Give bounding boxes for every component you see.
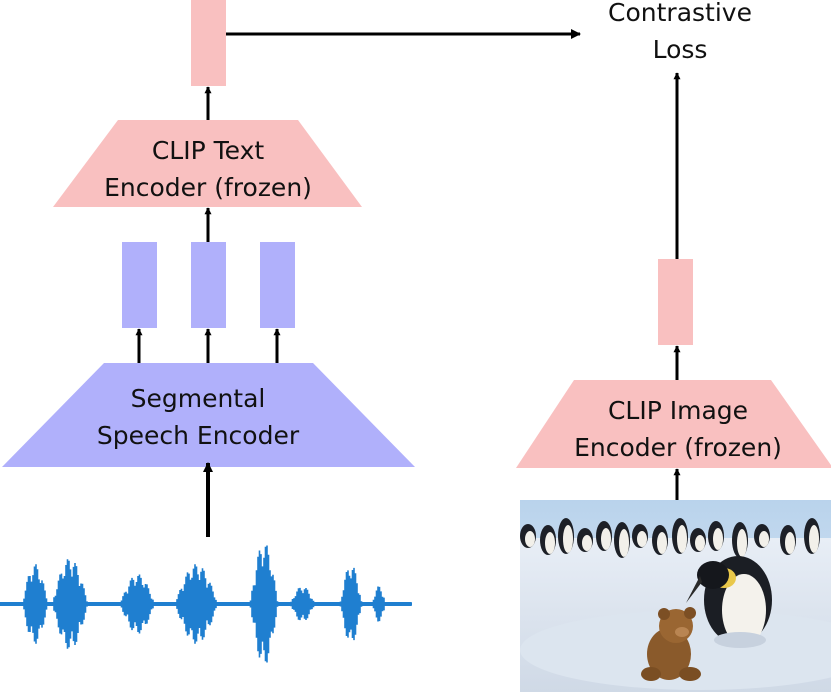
background-penguin-belly xyxy=(525,531,535,547)
clip-image-encoder-label: CLIP Image Encoder (frozen) xyxy=(528,392,828,466)
background-penguin-belly xyxy=(785,532,795,554)
clip-text-encoder-label-line-1: CLIP Text xyxy=(151,136,265,165)
background-penguin-belly xyxy=(601,528,611,550)
background-penguin-belly xyxy=(563,525,573,553)
clip-text-encoder-label-line-2: Encoder (frozen) xyxy=(104,173,312,202)
penguin-foreground xyxy=(686,556,772,648)
contrastive-loss-label-line-2: Loss xyxy=(652,35,708,64)
segmental-speech-encoder-label: Segmental Speech Encoder xyxy=(48,380,348,454)
contrastive-loss-label: Contrastive Loss xyxy=(560,0,800,68)
background-penguin-belly xyxy=(545,532,555,554)
teddy-bear xyxy=(641,607,701,681)
penguins-and-teddy-bear-photo xyxy=(520,500,831,692)
clip-image-encoder-label-line-2: Encoder (frozen) xyxy=(574,433,782,462)
segment-embedding-2 xyxy=(191,242,226,328)
background-penguin-belly xyxy=(677,525,687,553)
background-penguin-belly xyxy=(637,531,647,547)
background-penguin-belly xyxy=(809,525,819,553)
background-penguin-belly xyxy=(582,535,592,551)
segment-embedding-3 xyxy=(260,242,295,328)
clip-text-encoder-block xyxy=(53,120,362,207)
clip-text-encoder-label: CLIP Text Encoder (frozen) xyxy=(58,132,358,206)
clip-image-encoder-label-line-1: CLIP Image xyxy=(607,396,749,425)
clip-image-encoder-block xyxy=(516,380,831,468)
segmental-speech-encoder-block xyxy=(2,363,415,467)
background-penguin-belly xyxy=(619,529,629,557)
background-penguin-belly xyxy=(713,528,723,550)
segmental-speech-encoder-label-line-1: Segmental xyxy=(130,384,266,413)
image-embedding-output xyxy=(658,259,693,345)
contrastive-loss-label-line-1: Contrastive xyxy=(608,0,752,27)
background-penguin-belly xyxy=(737,529,747,557)
background-penguin-belly xyxy=(695,535,705,551)
text-embedding-output xyxy=(191,0,226,86)
segmental-speech-encoder-label-line-2: Speech Encoder xyxy=(96,421,300,450)
audio-waveform-icon xyxy=(0,545,412,663)
background-penguin-belly xyxy=(759,531,769,547)
background-penguin-belly xyxy=(657,532,667,554)
segment-embedding-1 xyxy=(122,242,157,328)
